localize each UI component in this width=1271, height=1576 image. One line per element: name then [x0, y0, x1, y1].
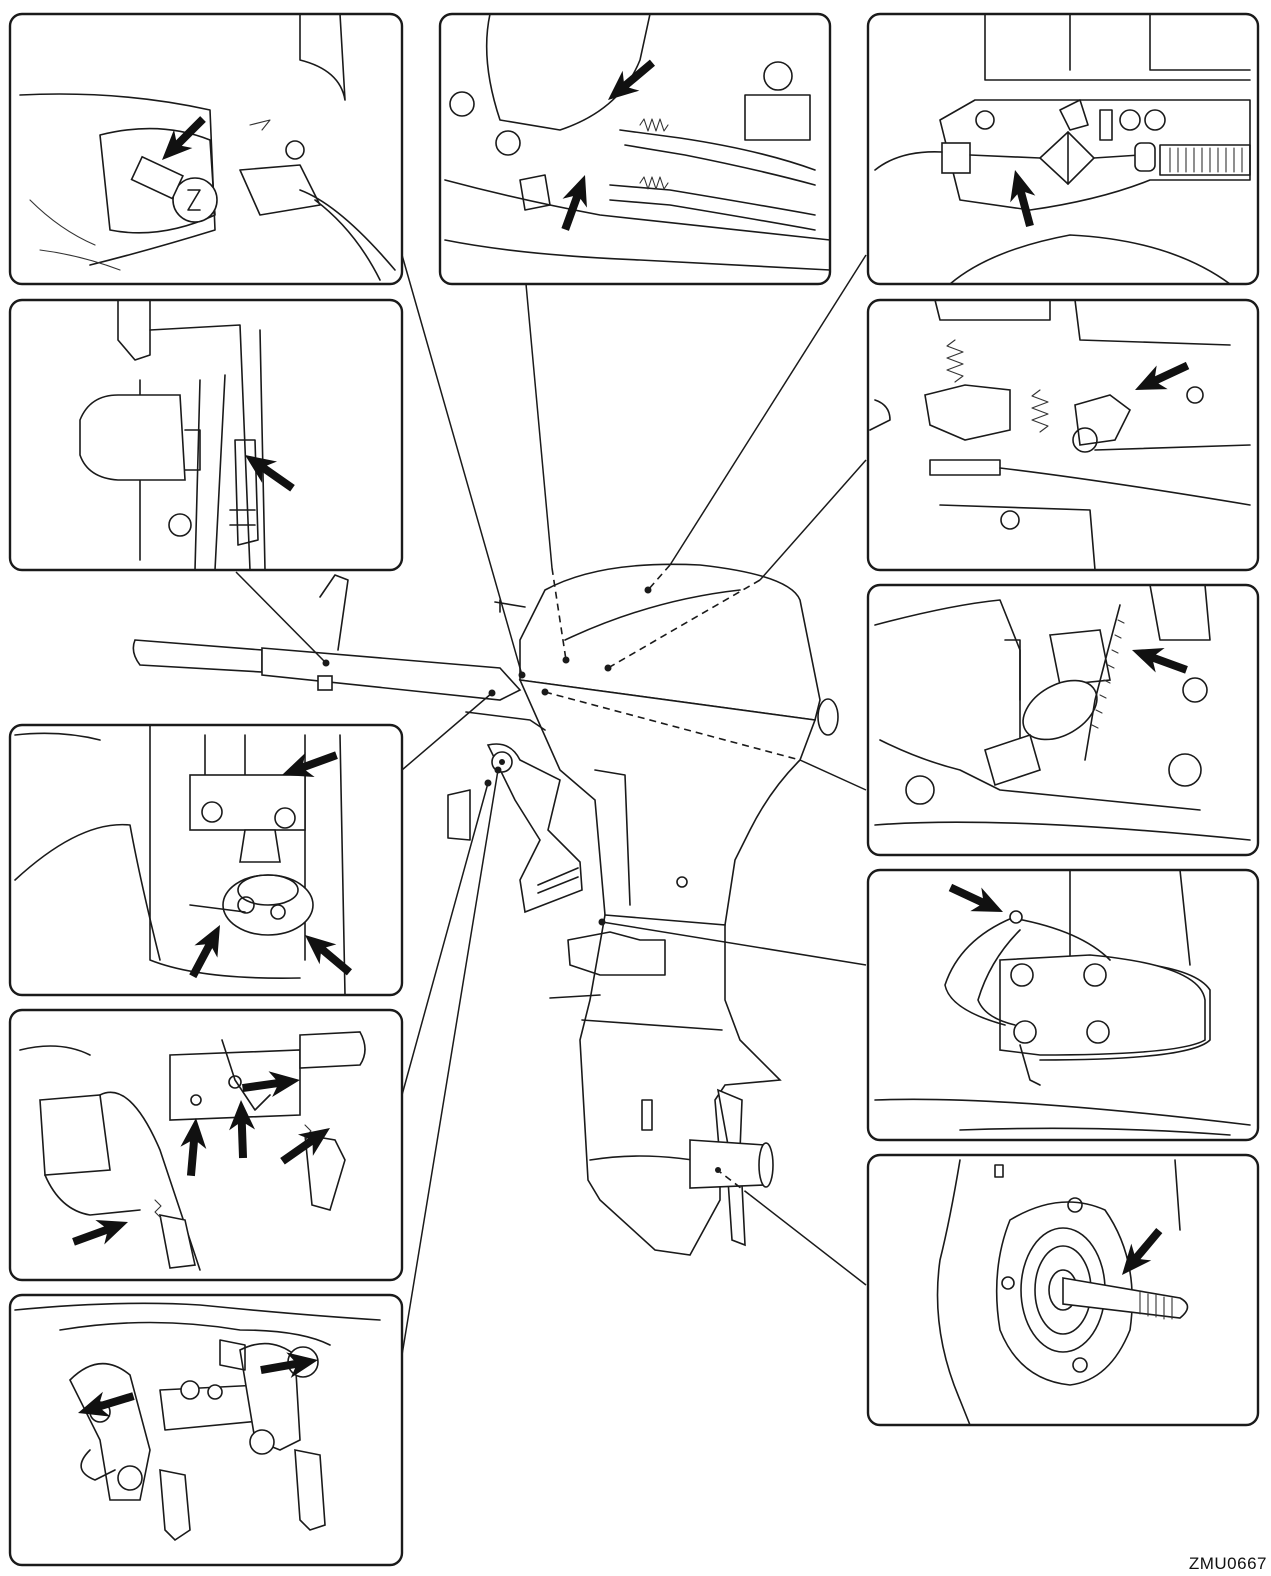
detail-panel-tiller-pivot [8, 298, 404, 572]
detail-panel-tilt-lock [8, 1008, 404, 1282]
leader-left-5 [401, 769, 499, 1356]
lower-unit [549, 914, 782, 1256]
tiller-handle [132, 574, 522, 701]
detail-panel-shift-linkage [866, 583, 1260, 857]
detail-panel-cable-link [866, 12, 1260, 286]
detail-panel-throttle-cables [438, 12, 832, 286]
leader-right-3 [799, 759, 867, 791]
detail-panel-carburetor-linkage [866, 298, 1260, 572]
leader-right-4 [601, 921, 867, 966]
detail-panel-choke-knob [8, 12, 404, 286]
leader-lines [235, 254, 867, 1356]
outboard-motor [132, 563, 839, 1256]
leader-top-left [401, 254, 523, 676]
propeller [689, 1088, 774, 1247]
detail-panel-ground-lead [866, 868, 1260, 1142]
leader-left-3 [401, 692, 493, 771]
clamp-bracket [447, 711, 583, 914]
leader-top-right [669, 254, 867, 566]
leader-right-5 [749, 1194, 867, 1286]
top-cowling [494, 563, 839, 736]
leader-right-2 [759, 459, 867, 581]
leader-top-center [525, 283, 553, 569]
detail-panel-propeller-shaft [866, 1153, 1260, 1427]
detail-panel-steering-friction [8, 723, 404, 997]
leader-left-2 [235, 571, 327, 664]
detail-panel-swivel-bracket [8, 1293, 404, 1567]
leader-left-4 [401, 782, 489, 1096]
figure-code-label: ZMU0667 [1188, 1554, 1267, 1573]
